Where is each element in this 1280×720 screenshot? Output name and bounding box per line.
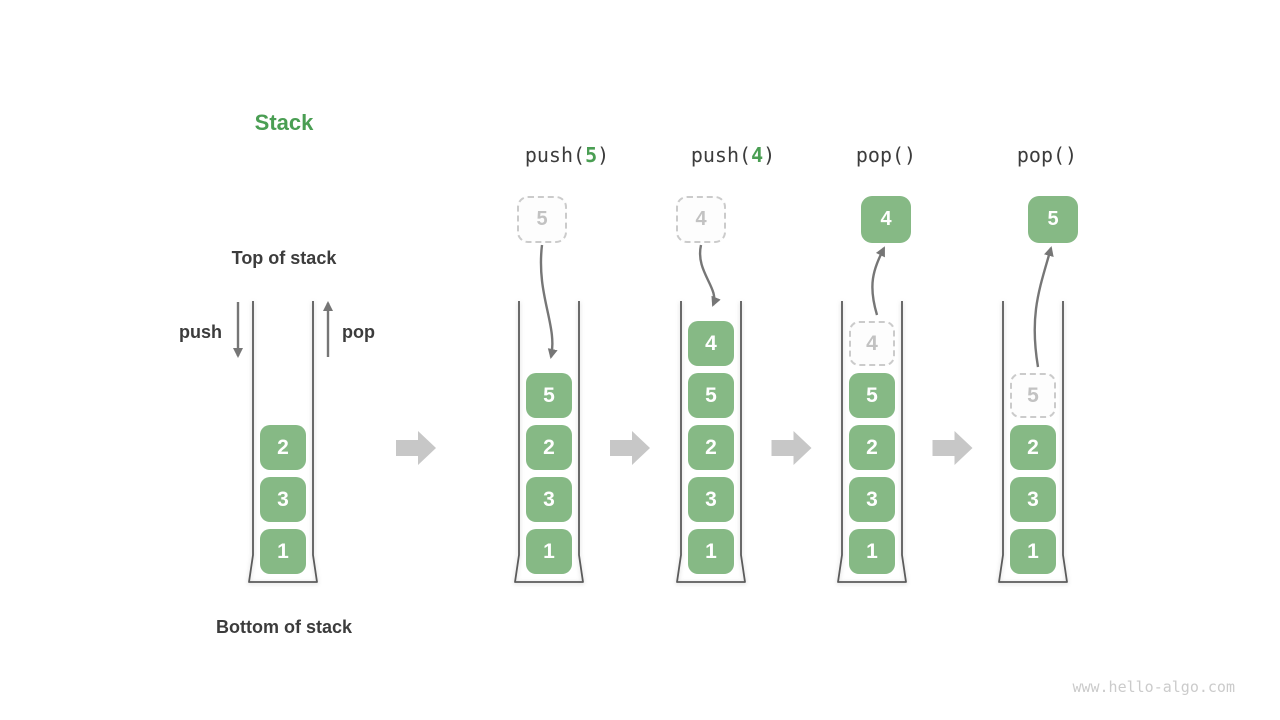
bottom-of-stack-label: Bottom of stack xyxy=(215,617,352,637)
diagram-title: Stack xyxy=(254,110,314,135)
transition-arrow xyxy=(396,431,436,465)
push-arrow xyxy=(698,244,721,307)
stack-cell: 3 xyxy=(526,477,572,522)
top-of-stack-label: Top of stack xyxy=(231,248,337,268)
stack-cell: 1 xyxy=(688,529,734,574)
transition-arrow xyxy=(610,431,650,465)
stack-cell: 2 xyxy=(688,425,734,470)
stack-cell: 4 xyxy=(688,321,734,366)
stack-container xyxy=(998,301,1068,583)
stack-container xyxy=(837,301,907,583)
push-label: push xyxy=(179,322,222,342)
floating-cell: 4 xyxy=(861,196,911,243)
stack-container xyxy=(248,301,318,583)
stack-cell: 3 xyxy=(1010,477,1056,522)
stack-cell: 2 xyxy=(526,425,572,470)
stack-cell: 3 xyxy=(688,477,734,522)
floating-cell-ghost: 4 xyxy=(676,196,726,243)
stack-cell-ghost: 4 xyxy=(849,321,895,366)
stack-container xyxy=(676,301,746,583)
transition-arrow xyxy=(771,431,812,465)
stack-cell-ghost: 5 xyxy=(1010,373,1056,418)
pop-label: pop xyxy=(342,322,375,342)
stack-cell: 3 xyxy=(260,477,306,522)
stack-cell: 1 xyxy=(260,529,306,574)
stack-cell: 5 xyxy=(849,373,895,418)
floating-cell-ghost: 5 xyxy=(517,196,567,243)
stack-cell: 3 xyxy=(849,477,895,522)
stack-cell: 1 xyxy=(1010,529,1056,574)
operation-label: push(5) xyxy=(524,143,610,167)
watermark: www.hello-algo.com xyxy=(1072,678,1235,696)
stack-cell: 5 xyxy=(688,373,734,418)
operation-label: pop() xyxy=(855,143,917,167)
operation-label: push(4) xyxy=(690,143,776,167)
transition-arrow xyxy=(932,431,973,465)
stack-cell: 1 xyxy=(526,529,572,574)
stack-cell: 2 xyxy=(260,425,306,470)
stack-container xyxy=(514,301,584,583)
stack-cell: 5 xyxy=(526,373,572,418)
stack-cell: 1 xyxy=(849,529,895,574)
stack-cell: 2 xyxy=(1010,425,1056,470)
operation-label: pop() xyxy=(1016,143,1078,167)
floating-cell: 5 xyxy=(1028,196,1078,243)
stack-cell: 2 xyxy=(849,425,895,470)
